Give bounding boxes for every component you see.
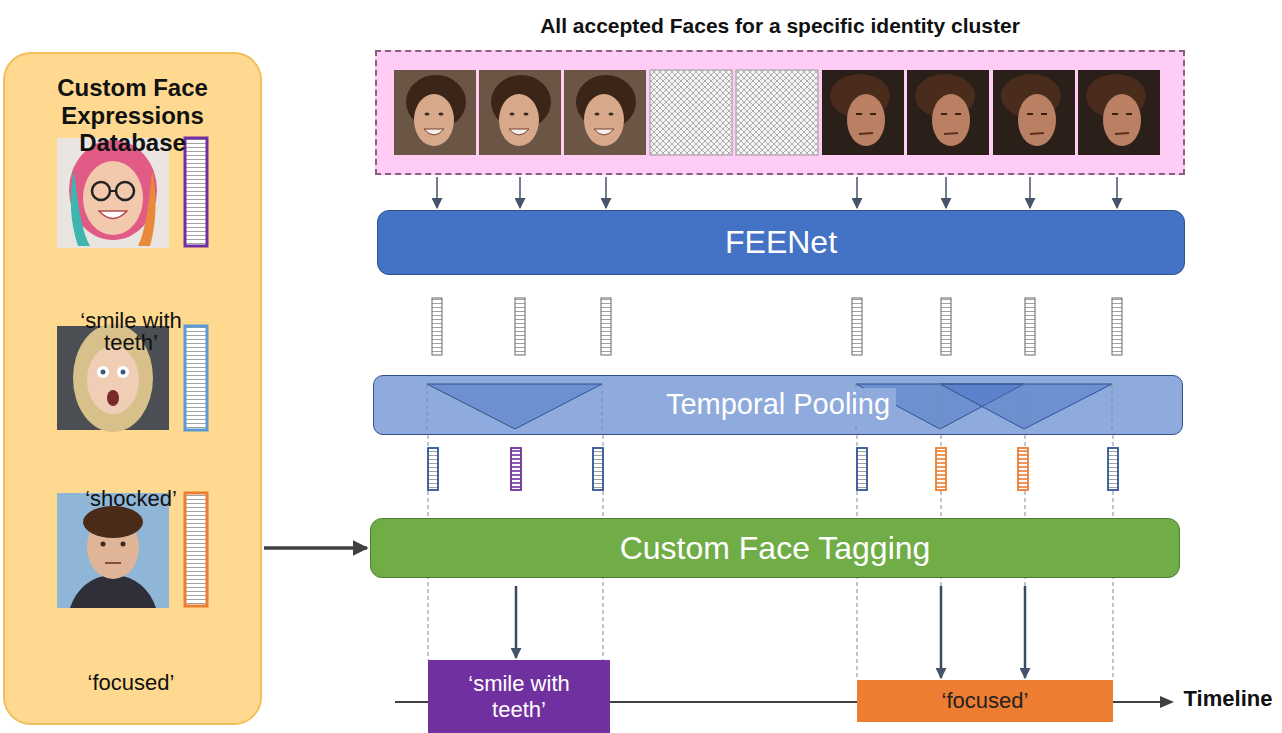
dashed-guides-part	[427, 384, 428, 435]
expression-examples-part	[57, 138, 207, 608]
face-frame	[564, 70, 646, 155]
vector-bar	[185, 326, 207, 430]
vector-bar	[185, 493, 207, 606]
node-text: Custom Face Expressions Database	[33, 74, 233, 157]
dashed-guides	[427, 384, 1112, 435]
face-frame	[822, 70, 904, 155]
face-photo-part	[116, 182, 134, 200]
axis-label: Timeline	[1176, 688, 1280, 710]
face-photo-part	[57, 493, 169, 608]
connector	[516, 586, 517, 658]
connector-line	[940, 586, 943, 678]
feature-vectors-part	[1112, 298, 1122, 355]
connector-line	[264, 546, 367, 550]
face-photo-part	[121, 542, 126, 547]
connector-line	[1116, 177, 1118, 208]
pooled-vectors-part	[936, 448, 946, 490]
label-text: ‘smile with teeth’	[56, 310, 206, 354]
pooled-vectors-part	[593, 448, 603, 490]
expression-caption: ‘smile with teeth’	[41, 310, 221, 354]
face-photo-part	[117, 366, 129, 378]
network-block: FEENet	[377, 210, 1185, 275]
pooled-vectors-part	[857, 448, 867, 490]
tagging-block: Custom Face Tagging	[370, 518, 1180, 578]
face-photo-part	[121, 370, 126, 375]
connector	[264, 548, 367, 549]
face-photo-part	[110, 190, 116, 192]
node-text: ‘smile with teeth’	[444, 671, 594, 722]
feature-vectors-part	[432, 298, 442, 355]
node-text: FEENet	[725, 224, 837, 261]
label-text: Timeline	[1184, 688, 1273, 710]
face-frame	[1078, 70, 1160, 155]
face-frames	[375, 50, 1185, 175]
node-text: Custom Face Tagging	[620, 530, 931, 567]
dashed-guides-part	[940, 384, 941, 435]
face-photo-part	[83, 506, 143, 538]
pooled-vectors-part	[428, 448, 438, 490]
pooling-window-part	[940, 384, 1112, 429]
node-text: Temporal Pooling	[660, 388, 896, 421]
dashed-guides-part	[602, 384, 603, 435]
timeline-axis-part	[1160, 696, 1174, 708]
connector	[1025, 586, 1026, 678]
node-text: All accepted Faces for a specific identi…	[540, 14, 1020, 38]
rejected-frame	[650, 70, 732, 155]
connector-line	[519, 177, 521, 208]
face-frame	[479, 70, 561, 155]
rejected-frame	[736, 70, 818, 155]
face-photo-part	[92, 182, 110, 200]
node-text: ‘focused’	[942, 688, 1029, 713]
face-frame	[907, 70, 989, 155]
face-frame	[394, 70, 476, 155]
face-frames-part	[394, 70, 1160, 155]
pooling-block: Temporal Pooling	[373, 375, 1183, 435]
connector-line	[945, 177, 947, 208]
vector-bar	[185, 138, 207, 246]
pooled-vectors	[428, 448, 1118, 490]
connector-line	[515, 586, 518, 658]
feature-vectors-part	[515, 298, 525, 355]
connector	[437, 177, 1117, 208]
connector-line	[605, 177, 607, 208]
pooling-window	[427, 384, 1112, 429]
dashed-guides-part	[1112, 384, 1113, 435]
pooling-window-part	[427, 384, 602, 429]
connector-line	[436, 177, 438, 208]
face-photo-part	[107, 390, 119, 406]
face-photo-part	[87, 346, 139, 414]
face-photo-part	[101, 542, 106, 547]
database-panel: Custom Face Expressions Database	[3, 52, 262, 725]
face-photo-part	[99, 211, 127, 219]
face-photo-part	[105, 562, 121, 564]
face-photo-part	[83, 161, 143, 235]
pooled-vectors-part	[1108, 448, 1118, 490]
pooled-vectors-part	[1018, 448, 1028, 490]
timeline-segment: ‘focused’	[857, 680, 1113, 722]
feature-vectors	[432, 298, 1122, 355]
label-text: ‘shocked’	[85, 488, 177, 510]
face-photo-part	[97, 366, 109, 378]
pooled-vectors-part	[511, 448, 521, 490]
feature-vectors-part	[941, 298, 951, 355]
face-photo-part	[70, 574, 156, 608]
face-frame	[993, 70, 1075, 155]
timeline-segment: ‘smile with teeth’	[428, 660, 610, 733]
feature-vectors-part	[1025, 298, 1035, 355]
expression-caption: ‘focused’	[41, 672, 221, 694]
expression-caption: ‘shocked’	[41, 488, 221, 510]
label-text: ‘focused’	[88, 672, 175, 694]
dashed-guides-part	[1024, 384, 1025, 435]
connector	[941, 586, 942, 678]
feature-vectors-part	[852, 298, 862, 355]
feature-vectors-part	[601, 298, 611, 355]
face-cluster-box: All accepted Faces for a specific identi…	[375, 50, 1185, 175]
connector-line	[856, 177, 858, 208]
face-photo	[57, 493, 169, 608]
face-photo-part	[101, 370, 106, 375]
connector-line	[1024, 586, 1027, 678]
connector-line	[1029, 177, 1031, 208]
pooling-windows-part	[427, 384, 1112, 435]
